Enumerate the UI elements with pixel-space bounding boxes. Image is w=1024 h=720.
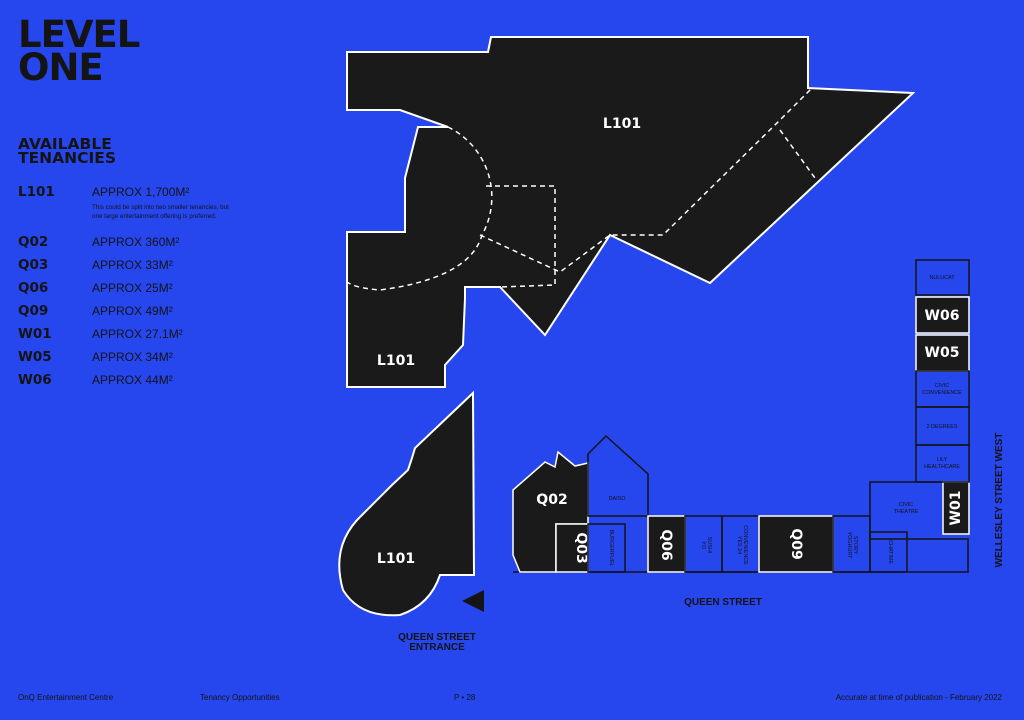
q02-label: Q02 xyxy=(536,492,567,508)
tenancy-code: W06 xyxy=(18,372,52,388)
tenancy-code: Q09 xyxy=(18,303,49,319)
title-line-1: LEVEL xyxy=(18,13,140,56)
l101-main-label: L101 xyxy=(603,116,641,132)
l101-lower-label: L101 xyxy=(377,353,415,369)
q03-label: Q03 xyxy=(573,532,589,563)
tenancy-area: APPROX 44M² xyxy=(92,373,173,387)
civic-conv-label-2: CONVENIENCE xyxy=(922,390,962,396)
nulucat-shop xyxy=(915,259,970,296)
footer-right: Accurate at time of publication - Februa… xyxy=(835,693,1002,702)
tenancy-list: L101 APPROX 1,700M² This could be split … xyxy=(18,184,318,395)
w05-area[interactable] xyxy=(915,334,970,372)
yes24-label-1: YES 24 xyxy=(736,536,742,554)
entrance-label-1: QUEEN STREET xyxy=(398,632,476,643)
l101-dashed-diagonal-1 xyxy=(479,87,813,273)
yo-sushi-label-2: SUSHI xyxy=(706,537,712,553)
tenancy-row-w06: W06 APPROX 44M² xyxy=(18,372,318,395)
chatime-shop xyxy=(869,531,908,573)
w05-label: W05 xyxy=(925,345,960,361)
tenancy-code: L101 xyxy=(18,184,55,200)
tenancy-area: APPROX 25M² xyxy=(92,281,173,295)
tenancy-row-q09: Q09 APPROX 49M² xyxy=(18,303,318,326)
tenancy-code: Q03 xyxy=(18,257,49,273)
tenancy-code: Q06 xyxy=(18,280,49,296)
lily-label-2: HEALTHCARE xyxy=(924,464,960,470)
entrance-arrow-icon xyxy=(462,590,484,612)
lily-label-1: LILY xyxy=(937,457,948,463)
footer-page-number: P • 28 xyxy=(454,693,476,702)
q09-area[interactable] xyxy=(758,515,834,573)
tenancy-row-q02: Q02 APPROX 360M² xyxy=(18,234,318,257)
civic-theatre-label-2: THEATRE xyxy=(894,509,919,515)
wellesley-street-label: WELLESLEY STREET WEST xyxy=(994,433,1005,568)
tenancy-code: Q02 xyxy=(18,234,49,250)
queen-street-label: QUEEN STREET xyxy=(684,597,762,608)
tenancies-heading-line-1: AVAILABLE xyxy=(18,135,112,153)
l101-dashed-inner xyxy=(486,185,556,288)
title-line-2: ONE xyxy=(18,46,104,89)
q06-label: Q06 xyxy=(658,529,674,560)
tenancy-note: This could be split into two smaller ten… xyxy=(92,204,229,220)
tenancy-code: W01 xyxy=(18,326,52,342)
yoghurt-label-2: STORY xyxy=(852,536,858,555)
l101-entrance-area[interactable] xyxy=(338,390,476,617)
footer-left: OnQ Entertainment Centre xyxy=(18,693,114,702)
burgerfuel-label: BURGERFUEL xyxy=(608,530,614,567)
l101-dashed-diagonal-2 xyxy=(779,129,816,179)
chatime-label: CHATIME xyxy=(887,540,893,564)
yoghurt-label-1: YOGHURT xyxy=(846,532,852,560)
tenancy-code: W05 xyxy=(18,349,52,365)
tenancies-heading: AVAILABLE TENANCIES xyxy=(18,135,116,167)
burgerfuel-shop xyxy=(587,523,626,573)
tenancies-heading-line-2: TENANCIES xyxy=(18,149,116,167)
tenancy-row-w05: W05 APPROX 34M² xyxy=(18,349,318,372)
l101-entrance-label: L101 xyxy=(377,551,415,567)
tenancy-area: APPROX 1,700M² xyxy=(92,185,190,199)
footer-center-left: Tenancy Opportunities xyxy=(200,693,280,702)
w01-label: W01 xyxy=(948,491,964,526)
civic-conv-label-1: CIVIC xyxy=(935,383,949,389)
page-title: LEVEL ONE xyxy=(18,13,140,89)
tenancy-area: APPROX 49M² xyxy=(92,304,173,318)
daiso-label: DAISO xyxy=(609,496,626,502)
yo-sushi-label-1: YO xyxy=(700,541,706,549)
tenancy-row-w01: W01 APPROX 27.1M² xyxy=(18,326,318,349)
tenancy-area: APPROX 360M² xyxy=(92,235,180,249)
daiso-shop xyxy=(587,434,649,517)
tenancy-row-l101: L101 APPROX 1,700M² This could be split … xyxy=(18,184,318,234)
tenancy-area: APPROX 27.1M² xyxy=(92,327,183,341)
tenancy-row-q03: Q03 APPROX 33M² xyxy=(18,257,318,280)
tenancy-row-q06: Q06 APPROX 25M² xyxy=(18,280,318,303)
w06-area[interactable] xyxy=(915,296,970,334)
yes24-label-2: CONVENIENCE xyxy=(742,525,748,565)
entrance-label-2: ENTRANCE xyxy=(409,642,465,653)
q03-area[interactable] xyxy=(555,523,589,573)
two-degrees-label: 2 DEGREES xyxy=(927,424,958,430)
w06-label: W06 xyxy=(925,308,960,324)
civic-theatre-label-1: CIVIC xyxy=(899,502,913,508)
tenancy-area: APPROX 33M² xyxy=(92,258,173,272)
lily-healthcare-shop xyxy=(915,444,970,483)
tenancy-area: APPROX 34M² xyxy=(92,350,173,364)
l101-main-area[interactable] xyxy=(346,36,916,388)
nulucat-label: NULUCAT xyxy=(929,275,955,281)
q09-label: Q09 xyxy=(788,528,804,559)
civic-convenience-shop xyxy=(915,370,970,408)
